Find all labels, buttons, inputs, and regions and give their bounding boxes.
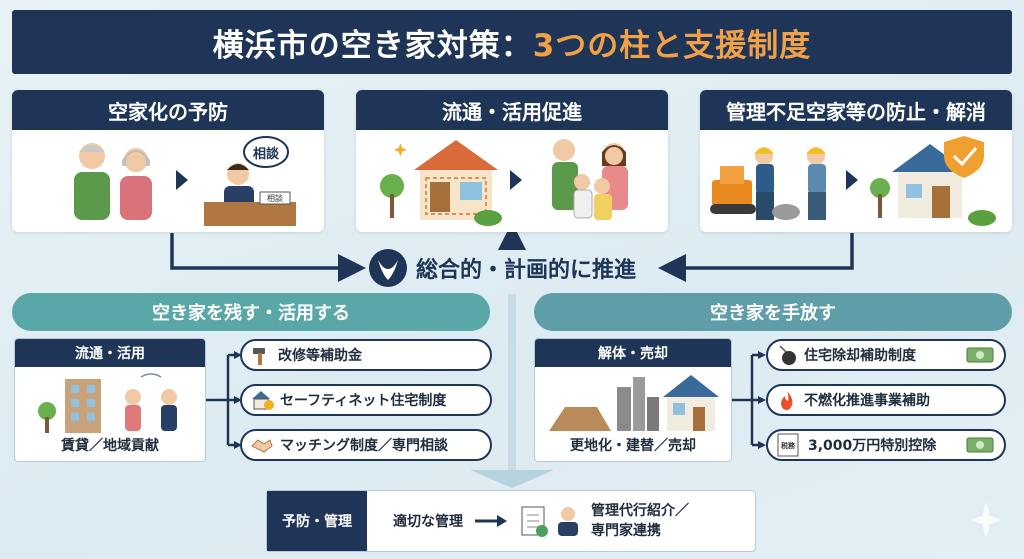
pillar-prevention-title: 空家化の予防 <box>12 90 324 130</box>
fire-icon <box>781 391 793 410</box>
bottom-header: 予防・管理 <box>267 491 367 551</box>
money-icon <box>966 347 994 363</box>
pillar-distribution-title: 流通・活用促進 <box>356 90 668 130</box>
left-item-label: マッチング制度／専門相談 <box>280 438 448 454</box>
bottom-right-text: 管理代行紹介／ 専門家連携 <box>591 501 689 541</box>
desk-sign-text: 相談 <box>267 193 283 203</box>
section-right-header: 空き家を手放す <box>534 293 1012 331</box>
bottom-right-line2: 専門家連携 <box>591 523 661 539</box>
right-item-label: 不燃化推進事業補助 <box>804 393 930 409</box>
apartment-people-icon <box>38 373 177 433</box>
title-main: 横浜市の空き家対策： <box>212 27 533 64</box>
demolition-workers-icon <box>710 136 996 226</box>
left-item-label: 改修等補助金 <box>278 348 362 364</box>
handshake-icon <box>251 439 273 453</box>
pillar-distribution: 流通・活用促進 <box>356 90 668 232</box>
checklist-icon <box>521 506 548 537</box>
yokohama-emblem-icon <box>369 249 407 287</box>
pillar-prevention: 空家化の予防 相談 相談 <box>12 90 324 232</box>
vacant-lot-house-icon <box>549 375 719 431</box>
left-item-matching[interactable]: マッチング制度／専門相談 <box>240 429 492 461</box>
right-item-label: 3,000万円特別控除 <box>808 438 937 454</box>
tax-doc-label: 税務 <box>781 441 796 450</box>
right-item-tax-deduction[interactable]: 税務 3,000万円特別控除 <box>766 429 1006 461</box>
pillar-management-title: 管理不足空家等の防止・解消 <box>700 90 1012 130</box>
manager-icon <box>558 507 578 536</box>
hammer-icon <box>253 348 265 365</box>
center-node: 総合的・計画的に推進 <box>368 245 636 291</box>
right-sub-title: 解体・売却 <box>535 339 731 367</box>
right-sub-caption: 更地化・建替／売却 <box>570 438 696 454</box>
bottom-box: 予防・管理 適切な管理 管理代行紹介／ 専門家連携 <box>266 490 756 552</box>
wrecking-ball-icon <box>779 345 796 365</box>
center-label: 総合的・計画的に推進 <box>416 258 637 283</box>
right-item-demolition[interactable]: 住宅除却補助制度 <box>766 339 1006 371</box>
section-left-header: 空き家を残す・活用する <box>12 293 490 331</box>
title-bar: 横浜市の空き家対策：3つの柱と支援制度 <box>12 10 1012 74</box>
pillar-management: 管理不足空家等の防止・解消 <box>700 90 1012 232</box>
left-item-renovation[interactable]: 改修等補助金 <box>240 339 492 371</box>
right-item-label: 住宅除却補助制度 <box>804 348 916 364</box>
money-icon <box>966 437 994 453</box>
sparkle-icon <box>970 502 1002 538</box>
title-accent: 3つの柱と支援制度 <box>532 27 812 64</box>
tax-document-icon: 税務 <box>777 433 799 457</box>
left-sub-caption: 賃貸／地域貢献 <box>61 438 159 454</box>
bottom-middle: 適切な管理 <box>393 514 463 530</box>
bottom-right-line1: 管理代行紹介／ <box>591 503 689 519</box>
bubble-text: 相談 <box>253 146 280 162</box>
arrow-right-icon <box>475 515 507 527</box>
left-sub-box: 流通・活用 賃貸／地域貢献 <box>14 338 206 462</box>
house-family-icon <box>380 139 628 226</box>
house-coin-icon <box>252 391 274 410</box>
right-sub-box: 解体・売却 更地化・建替／売却 <box>534 338 732 462</box>
left-item-label: セーフティネット住宅制度 <box>280 393 447 409</box>
elderly-couple-icon: 相談 相談 <box>74 136 296 226</box>
left-sub-title: 流通・活用 <box>15 339 205 367</box>
right-item-fireproof[interactable]: 不燃化推進事業補助 <box>766 384 1006 416</box>
left-item-safetynet[interactable]: セーフティネット住宅制度 <box>240 384 492 416</box>
